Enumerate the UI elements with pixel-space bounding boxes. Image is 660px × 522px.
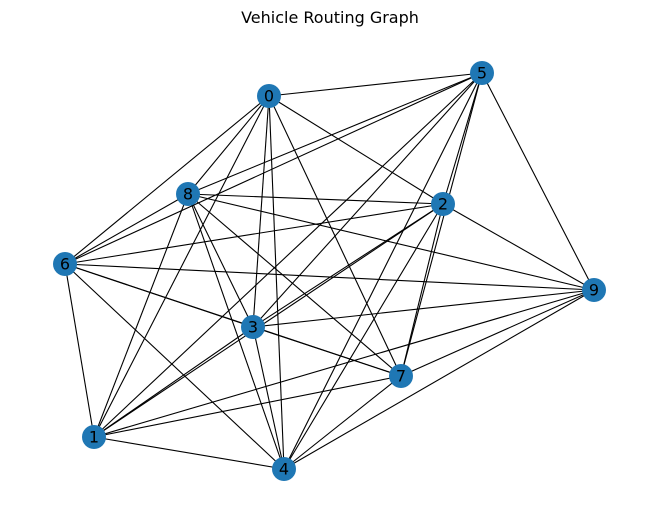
edge-8-4 bbox=[187, 193, 285, 470]
node-label: 9 bbox=[589, 281, 599, 300]
node-2: 2 bbox=[431, 192, 455, 216]
node-label: 6 bbox=[60, 255, 70, 274]
edge-2-1 bbox=[93, 203, 444, 438]
edge-layer bbox=[64, 72, 595, 470]
node-marker bbox=[389, 364, 413, 388]
node-marker bbox=[257, 84, 281, 108]
edge-9-1 bbox=[93, 289, 595, 438]
edge-7-4 bbox=[283, 375, 402, 470]
edge-0-1 bbox=[93, 95, 270, 438]
edge-2-9 bbox=[442, 203, 595, 291]
edge-0-8 bbox=[187, 95, 270, 195]
node-marker bbox=[272, 457, 296, 481]
node-1: 1 bbox=[82, 425, 106, 449]
edge-0-4 bbox=[268, 95, 285, 470]
edge-6-1 bbox=[64, 263, 95, 438]
node-marker bbox=[470, 61, 494, 85]
edge-8-6 bbox=[64, 193, 189, 265]
node-7: 7 bbox=[389, 364, 413, 388]
edge-5-3 bbox=[252, 72, 483, 328]
node-label: 0 bbox=[264, 87, 274, 106]
edge-2-4 bbox=[283, 203, 444, 470]
edge-8-1 bbox=[93, 193, 189, 438]
node-6: 6 bbox=[53, 252, 77, 276]
node-marker bbox=[241, 315, 265, 339]
edge-5-7 bbox=[400, 72, 483, 377]
node-layer: 0 1 2 3 4 5 6 7 8 9 bbox=[53, 61, 606, 481]
edge-8-9 bbox=[187, 193, 595, 291]
node-5: 5 bbox=[470, 61, 494, 85]
node-label: 4 bbox=[279, 460, 289, 479]
edge-6-9 bbox=[64, 263, 595, 291]
node-marker bbox=[82, 425, 106, 449]
node-8: 8 bbox=[176, 182, 200, 206]
node-marker bbox=[431, 192, 455, 216]
node-label: 7 bbox=[396, 367, 406, 386]
edge-5-2 bbox=[442, 72, 483, 205]
edge-9-7 bbox=[400, 289, 595, 377]
edge-8-3 bbox=[187, 193, 254, 328]
edge-0-2 bbox=[268, 95, 444, 205]
node-3: 3 bbox=[241, 315, 265, 339]
node-label: 8 bbox=[183, 185, 193, 204]
edge-6-4 bbox=[64, 263, 285, 470]
edge-2-6 bbox=[64, 203, 444, 265]
edge-9-4 bbox=[283, 289, 595, 470]
edge-3-9 bbox=[252, 289, 595, 328]
node-marker bbox=[582, 278, 606, 302]
node-4: 4 bbox=[272, 457, 296, 481]
edge-3-4 bbox=[252, 326, 285, 470]
edge-3-7 bbox=[252, 326, 402, 377]
edge-0-6 bbox=[64, 95, 270, 265]
edge-8-7 bbox=[187, 193, 402, 377]
node-label: 5 bbox=[477, 64, 487, 83]
edge-8-2 bbox=[187, 193, 444, 205]
chart-title: Vehicle Routing Graph bbox=[241, 8, 419, 27]
edge-5-1 bbox=[93, 72, 483, 438]
node-label: 3 bbox=[248, 318, 258, 337]
edge-3-1 bbox=[93, 326, 254, 438]
node-marker bbox=[53, 252, 77, 276]
edge-5-9 bbox=[481, 72, 595, 291]
edge-5-8 bbox=[187, 72, 483, 195]
edge-5-4 bbox=[283, 72, 483, 470]
edge-5-6 bbox=[64, 72, 483, 265]
node-label: 1 bbox=[89, 428, 99, 447]
node-label: 2 bbox=[438, 195, 448, 214]
node-marker bbox=[176, 182, 200, 206]
edge-0-5 bbox=[268, 72, 483, 97]
edge-1-4 bbox=[93, 436, 285, 470]
node-9: 9 bbox=[582, 278, 606, 302]
edge-7-1 bbox=[93, 375, 402, 438]
edge-2-7 bbox=[400, 203, 444, 377]
node-0: 0 bbox=[257, 84, 281, 108]
